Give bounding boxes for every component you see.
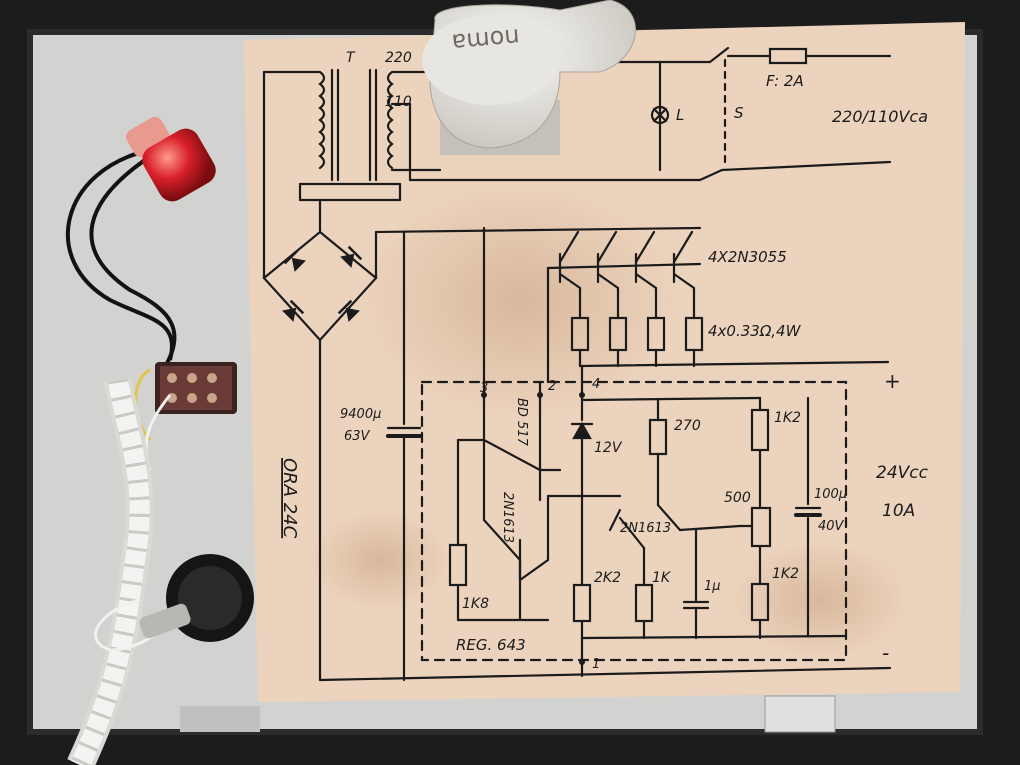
error-amp-label: 2N1613 (620, 521, 671, 536)
out-cap-voltage: 40V (818, 519, 845, 534)
filter-cap-value: 9400µ (340, 407, 381, 422)
r1k2-top-label: 1K2 (774, 410, 801, 426)
regulator-box (420, 380, 848, 662)
fuse-label: F: 2A (766, 72, 804, 90)
fuse-holder-icon[interactable] (138, 554, 254, 642)
schematic-labels: T 220 110 F: 2A L S 220/110Vca 4X2N3055 … (279, 50, 929, 672)
schematic (262, 46, 892, 682)
knob-brand: noma (451, 23, 521, 57)
tap-110-label: 110 (385, 94, 412, 110)
tap-220-label: 220 (385, 50, 412, 66)
pot-label: 500 (724, 490, 751, 506)
r2k2-label: 2K2 (594, 570, 621, 586)
output-plus-label: + (884, 369, 901, 393)
indicator-lamp-icon (126, 116, 216, 202)
r1k-label: 1K (652, 570, 672, 586)
emitter-resistors-label: 4x0.33Ω,4W (708, 322, 802, 340)
node-4-label: 4 (592, 377, 600, 392)
out-cap-value: 100µ (814, 487, 847, 502)
filter-cap-voltage: 63V (344, 429, 371, 444)
transistors-label: 4X2N3055 (708, 248, 787, 266)
node-3-label: 3 (480, 381, 488, 396)
lamp-label: L (676, 106, 684, 124)
model-label: ORA 24C (279, 458, 300, 539)
output-current-label: 10A (882, 501, 915, 521)
rotary-knob-icon[interactable]: noma (422, 0, 636, 155)
node-1-label: 1 (592, 657, 600, 672)
toggle-switch-icon[interactable] (155, 362, 237, 414)
power-transistors (546, 230, 890, 384)
node-2-label: 2 (548, 379, 556, 394)
r270-label: 270 (674, 418, 701, 434)
driver-label: BD 517 (514, 398, 529, 447)
r1k2-bottom-label: 1K2 (772, 566, 799, 582)
cable-sleeve (67, 377, 154, 765)
r1k8-label: 1K8 (462, 596, 489, 612)
transformer-label: T (346, 50, 356, 66)
pre-driver-label: 2N1613 (500, 492, 515, 543)
cap-1u-label: 1µ (704, 579, 721, 594)
switch-label: S (734, 104, 744, 122)
transformer (318, 68, 394, 182)
output-minus-label: - (882, 641, 889, 665)
regulator-label: REG. 643 (456, 636, 526, 654)
mains-label: 220/110Vca (832, 107, 928, 126)
output-voltage-label: 24Vcc (876, 463, 929, 483)
zener-label: 12V (594, 440, 623, 456)
